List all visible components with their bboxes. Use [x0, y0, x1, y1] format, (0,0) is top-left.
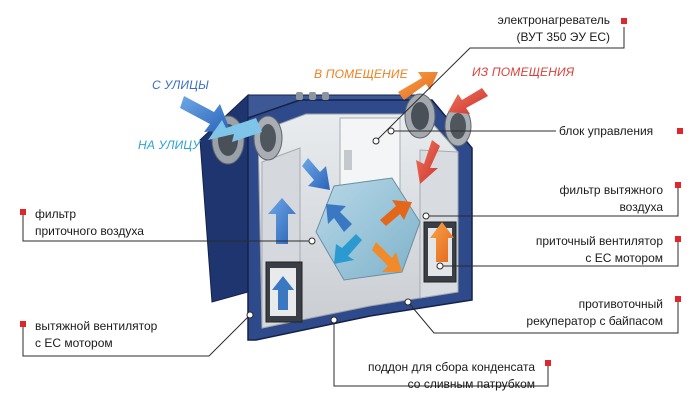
callout-heater-line1: электронагреватель [497, 13, 610, 27]
callout-condensate-line1: поддон для сбора конденсата [367, 360, 535, 374]
arrow-up-left [268, 198, 296, 244]
arrow-from-street [180, 96, 230, 132]
callout-control: блок управления [559, 123, 653, 140]
callout-exhaust-fan: вытяжной вентилятор с ЕС мотором [35, 318, 157, 352]
flow-label-to-street: НА УЛИЦУ [138, 138, 201, 152]
arrow-core-upleft [326, 204, 352, 232]
callout-supply-filter-marker [20, 209, 26, 215]
callout-recuperator: противоточный рекуператор с байпасом [526, 296, 663, 330]
arrow-to-street [208, 118, 262, 142]
arrow-core-downleft [334, 234, 362, 264]
callout-supply-filter: фильтр приточного воздуха [35, 206, 144, 240]
endpoint [422, 212, 430, 220]
leader-lines [22, 27, 679, 387]
endpoint [404, 298, 412, 306]
leader-exhaust-fan [22, 314, 251, 357]
flow-label-to-room: В ПОМЕЩЕНИЕ [314, 67, 408, 81]
callout-condensate-line2: со сливным патрубком [407, 377, 535, 391]
top-connector [322, 92, 329, 100]
endpoint [436, 262, 444, 270]
top-connector [309, 92, 316, 100]
callout-exhaust-filter-line1: фильтр вытяжного [559, 183, 663, 197]
leader-recuperator [407, 299, 679, 334]
callout-condensate-marker [545, 360, 551, 366]
callout-heater: электронагреватель (ВУТ 350 ЭУ ЕС) [498, 12, 610, 46]
arrow-core-upright [380, 200, 412, 226]
callout-control-marker [677, 128, 683, 134]
top-connectors [296, 92, 329, 100]
flow-label-from-street: С УЛИЦЫ [152, 78, 209, 92]
callout-exhaust-filter: фильтр вытяжного воздуха [559, 182, 663, 216]
callout-recuperator-line2: рекуператор с байпасом [526, 314, 663, 328]
arrow-orange-up [430, 222, 454, 262]
arrow-core-downright [372, 242, 402, 272]
airflow-arrows [180, 72, 488, 310]
callout-condensate-tray: поддон для сбора конденсата со сливным п… [368, 359, 535, 393]
leader-endpoints [246, 127, 444, 324]
callout-supply-fan-marker [675, 236, 681, 242]
endpoint [387, 127, 395, 135]
fan-exhaust [265, 261, 303, 323]
callout-recuperator-marker [675, 296, 681, 302]
callout-control-line1: блок управления [559, 124, 654, 138]
arrow-down-left [302, 158, 330, 190]
leader-condensate [333, 320, 549, 387]
callout-exhaust-fan-line2: с ЕС мотором [35, 336, 113, 350]
callout-supply-fan-line2: с ЕС мотором [585, 251, 663, 265]
endpoint [246, 311, 254, 319]
callout-heater-line2: (ВУТ 350 ЭУ ЕС) [516, 30, 611, 44]
leader-exhaust-filter [426, 186, 679, 217]
arrow-fan-up [272, 276, 294, 310]
callout-exhaust-filter-marker [675, 182, 681, 188]
callout-heater-marker [621, 18, 627, 24]
flow-label-from-room: ИЗ ПОМЕЩЕНИЯ [472, 65, 575, 79]
callout-supply-filter-line2: приточного воздуха [35, 224, 144, 238]
arrow-to-room [398, 72, 438, 100]
arrow-from-room [448, 88, 488, 114]
callout-supply-fan-line1: приточный вентилятор [535, 234, 663, 248]
callout-supply-filter-line1: фильтр [35, 207, 77, 221]
endpoint [330, 316, 338, 324]
callout-exhaust-fan-marker [20, 321, 26, 327]
callout-recuperator-line1: противоточный [578, 297, 663, 311]
leader-supply-filter [22, 213, 312, 242]
top-connector [296, 92, 303, 100]
endpoint [308, 237, 316, 245]
leader-heater [375, 27, 625, 142]
endpoint [372, 137, 380, 145]
callout-supply-fan: приточный вентилятор с ЕС мотором [536, 233, 663, 267]
arrow-red-down [416, 140, 440, 184]
leader-supply-fan [440, 240, 679, 267]
callout-exhaust-filter-line2: воздуха [619, 200, 663, 214]
callout-exhaust-fan-line1: вытяжной вентилятор [35, 319, 158, 333]
